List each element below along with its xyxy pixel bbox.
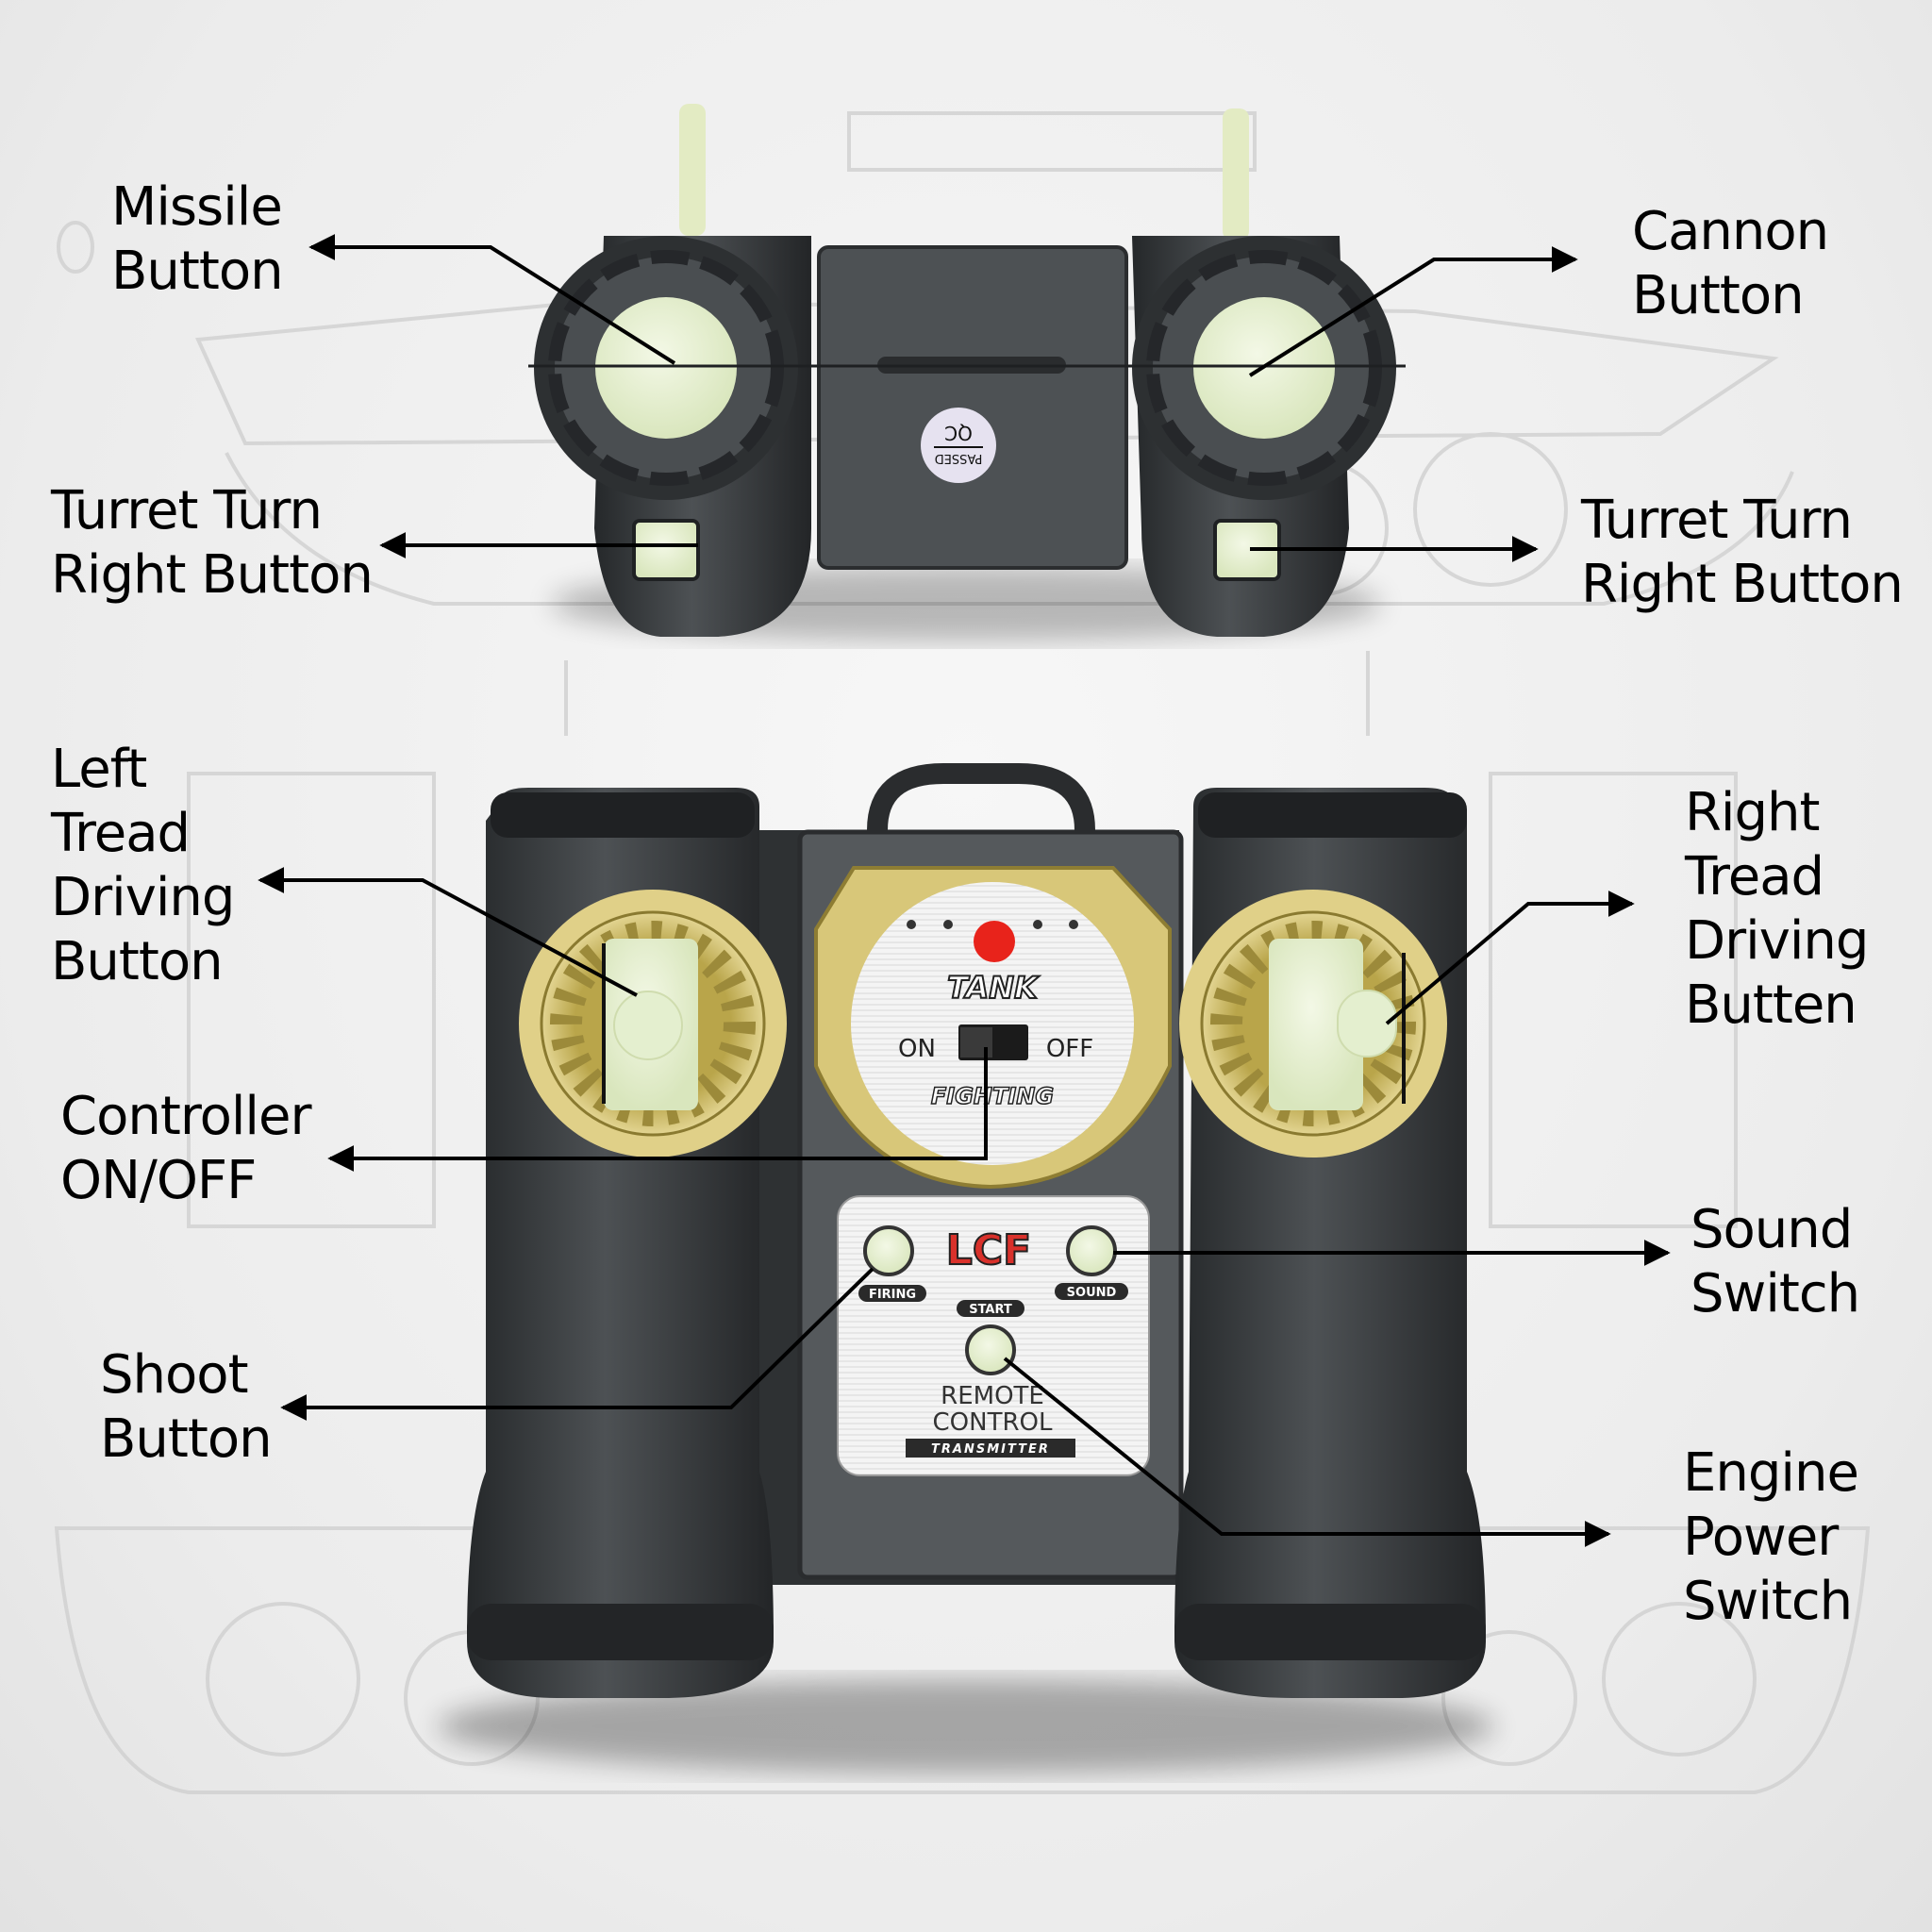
right-tread-callout: [1385, 891, 1635, 1025]
left-antenna: [679, 104, 706, 236]
remote-text: REMOTE: [941, 1382, 1044, 1410]
cannon-button-label: Cannon Button: [1632, 200, 1829, 328]
plate-logo: LCF: [946, 1226, 1031, 1274]
dial-off-label: OFF: [1046, 1035, 1093, 1063]
top-remote: PASSED QC: [528, 104, 1406, 641]
turret-left-label: Turret Turn Right Button: [51, 479, 374, 608]
power-led: [974, 921, 1015, 962]
controller-onoff-label: Controller ON/OFF: [60, 1085, 311, 1213]
cannon-label-line: Button: [1632, 265, 1805, 326]
sound-label-line: Sound: [1690, 1199, 1853, 1260]
cannon-callout: [1248, 246, 1578, 377]
qc-passed-text: PASSED: [935, 451, 983, 465]
qc-sticker: [921, 408, 996, 483]
dial-title: TANK: [947, 970, 1040, 1006]
dial-on-label: ON: [898, 1035, 936, 1063]
left-tread-label-line: Tread: [51, 803, 191, 864]
engine-label-line: Engine: [1683, 1442, 1859, 1504]
shoot-label-line: Shoot: [100, 1344, 249, 1406]
engine-callout: [1003, 1357, 1611, 1547]
dial-subtitle: FIGHTING: [931, 1083, 1054, 1109]
firing-button[interactable]: [863, 1225, 914, 1276]
power-dial: TANK ON OFF FIGHTING: [814, 866, 1172, 1190]
missile-label-line: Button: [111, 241, 284, 302]
right-tread-label: Right Tread Driving Butten: [1685, 781, 1869, 1038]
missile-button[interactable]: [595, 297, 737, 439]
right-antenna: [1223, 108, 1249, 241]
turret-right-label-line: Turret Turn: [1581, 490, 1853, 551]
sound-switch-label: Sound Switch: [1690, 1198, 1860, 1326]
right-tread-label-line: Driving: [1685, 910, 1869, 972]
sound-button[interactable]: [1066, 1225, 1117, 1276]
missile-label-line: Missile: [111, 176, 283, 238]
firing-label: FIRING: [869, 1288, 916, 1302]
engine-label-line: Power: [1683, 1507, 1839, 1568]
turret-left-button[interactable]: [632, 519, 700, 581]
engine-power-label: Engine Power Switch: [1683, 1441, 1859, 1634]
left-tread-callout: [258, 867, 638, 997]
missile-button-label: Missile Button: [111, 175, 284, 304]
control-text: CONTROL: [933, 1408, 1053, 1437]
controller-label-line: ON/OFF: [60, 1150, 257, 1211]
start-label: START: [969, 1303, 1012, 1317]
missile-callout: [308, 234, 676, 365]
right-tread-label-line: Tread: [1685, 846, 1824, 908]
left-tread-joystick[interactable]: [519, 890, 787, 1158]
shoot-label-line: Button: [100, 1408, 273, 1470]
background-tank-sketch: [54, 111, 1871, 1794]
start-button[interactable]: [965, 1324, 1016, 1375]
transmitter-text: TRANSMITTER: [931, 1442, 1050, 1457]
callout-lines: [258, 234, 1671, 1547]
left-tread-label-line: Left: [51, 739, 147, 800]
engine-label-line: Switch: [1683, 1571, 1853, 1632]
qc-text: QC: [944, 422, 973, 444]
turret-right-label: Turret Turn Right Button: [1581, 489, 1904, 617]
sound-label-line: Switch: [1690, 1263, 1860, 1324]
shoot-button-label: Shoot Button: [100, 1343, 273, 1472]
cannon-label-line: Cannon: [1632, 201, 1829, 262]
turret-left-label-line: Right Button: [51, 544, 374, 606]
controller-onoff-callout: [327, 1047, 988, 1172]
sound-label: SOUND: [1067, 1286, 1117, 1300]
bottom-remote: TANK ON OFF FIGHTING LCF FIRING SOUND ST…: [438, 763, 1494, 1774]
right-tread-label-line: Butten: [1685, 974, 1857, 1036]
controller-label-line: Controller: [60, 1086, 311, 1147]
turret-left-label-line: Turret Turn: [51, 480, 323, 541]
control-plate: LCF FIRING SOUND START REMOTE CONTROL TR…: [837, 1195, 1150, 1476]
right-tread-joystick[interactable]: [1179, 890, 1447, 1158]
shoot-callout: [280, 1267, 874, 1421]
left-tread-label-line: Driving: [51, 867, 235, 928]
left-tread-label-line: Button: [51, 931, 224, 992]
turret-right-label-line: Right Button: [1581, 554, 1904, 615]
left-tread-label: Left Tread Driving Button: [51, 738, 235, 994]
right-tread-label-line: Right: [1685, 782, 1820, 843]
